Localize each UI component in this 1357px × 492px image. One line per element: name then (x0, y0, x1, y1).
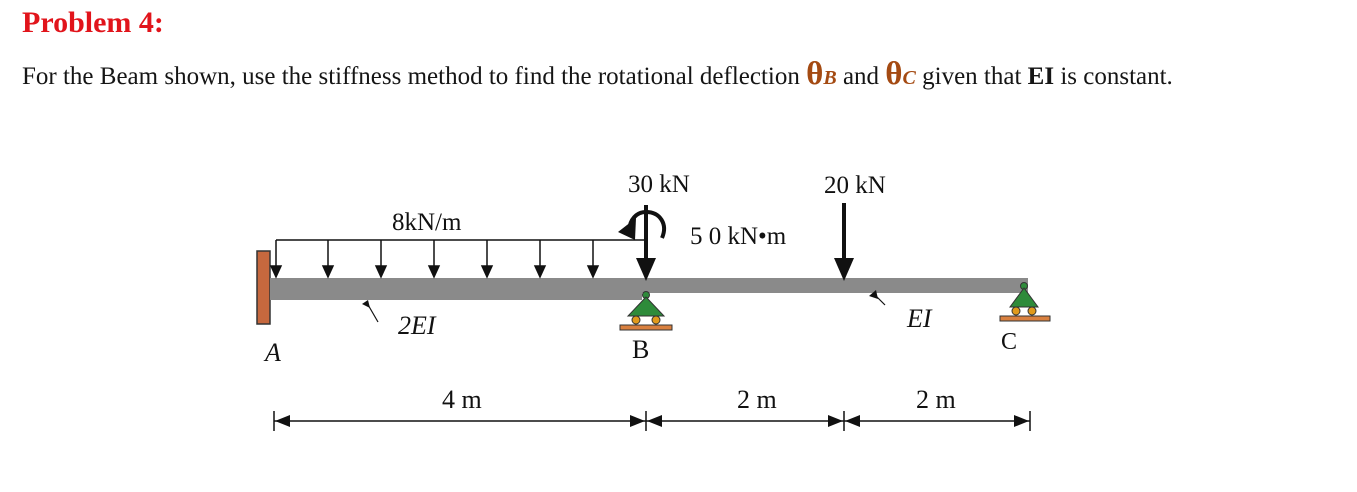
fixed-wall-a (256, 250, 271, 325)
dimension-arrowheads (275, 415, 1029, 427)
distributed-load-label: 8kN/m (392, 209, 462, 236)
leader-ei-head (869, 290, 878, 299)
beam-segment-bc (642, 278, 1028, 293)
dimension-ab-label: 4 m (442, 385, 482, 414)
statement-text-1: For the Beam shown, use the stiffness me… (22, 63, 807, 90)
roller-support-b (619, 291, 673, 331)
point-load-mid-arrow (834, 203, 854, 281)
moment-label: 5 0 kN•m (690, 223, 787, 250)
support-a-label: A (263, 338, 281, 367)
point-load-mid-label: 20 kN (824, 172, 886, 199)
statement-text-3: is constant. (1054, 63, 1173, 90)
beam-segment-ab (270, 278, 642, 300)
distributed-load (269, 239, 645, 279)
moment-arrow (618, 210, 666, 240)
stiffness-2ei-label: 2EI (398, 311, 437, 340)
dimension-lines (273, 411, 1031, 431)
leader-2ei-head (362, 300, 370, 308)
point-load-b-arrow (636, 205, 656, 281)
theta-c-symbol: θ (885, 56, 903, 92)
support-c-label: C (1001, 329, 1017, 355)
point-load-b-label: 30 kN (628, 171, 690, 198)
dimension-mid-c-label: 2 m (916, 385, 956, 414)
dimension-b-mid-label: 2 m (737, 385, 777, 414)
statement-text-2: given that (915, 63, 1028, 90)
ei-constant: EI (1027, 63, 1055, 90)
problem-statement: For the Beam shown, use the stiffness me… (22, 56, 1332, 96)
theta-b-symbol: θ (806, 56, 824, 92)
stiffness-ei-label: EI (906, 304, 933, 333)
problem-title: Problem 4: (22, 6, 164, 39)
theta-c-subscript: C (902, 67, 916, 89)
statement-and: and (836, 63, 886, 90)
theta-b-subscript: B (823, 67, 837, 89)
roller-support-c (999, 282, 1051, 322)
support-b-label: B (632, 335, 649, 364)
